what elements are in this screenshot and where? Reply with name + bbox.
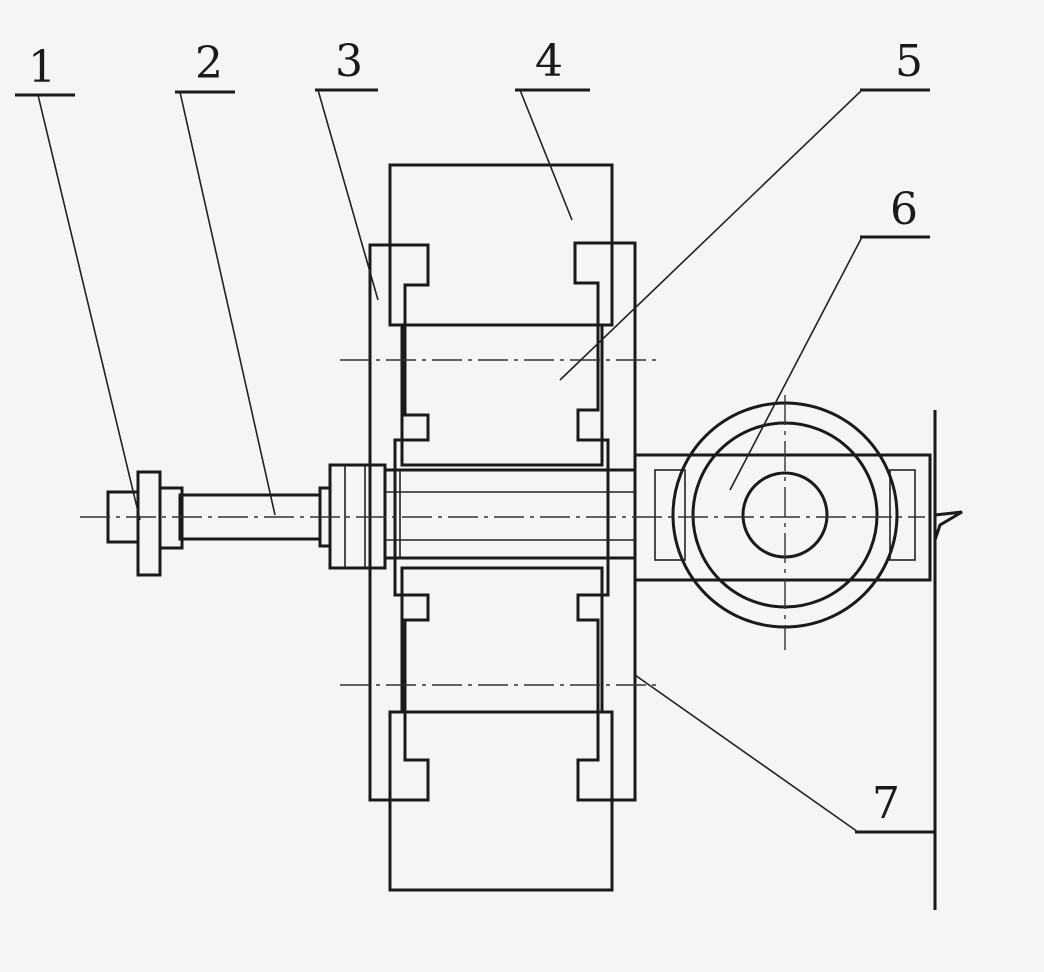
- centerlines: [80, 359, 925, 686]
- nut: [106, 470, 184, 577]
- spindle-shaft: [383, 468, 637, 560]
- left-flange: [368, 243, 430, 802]
- bracket: [635, 410, 963, 910]
- label-7: 7: [872, 778, 900, 829]
- leader-lines: [15, 88, 935, 834]
- label-2: 2: [195, 38, 223, 89]
- label-5: 5: [895, 36, 923, 87]
- label-6: 6: [890, 184, 918, 235]
- label-4: 4: [535, 36, 563, 87]
- right-flange: [573, 241, 637, 802]
- hub: [400, 323, 604, 714]
- label-1: 1: [28, 42, 56, 93]
- label-3: 3: [335, 36, 363, 87]
